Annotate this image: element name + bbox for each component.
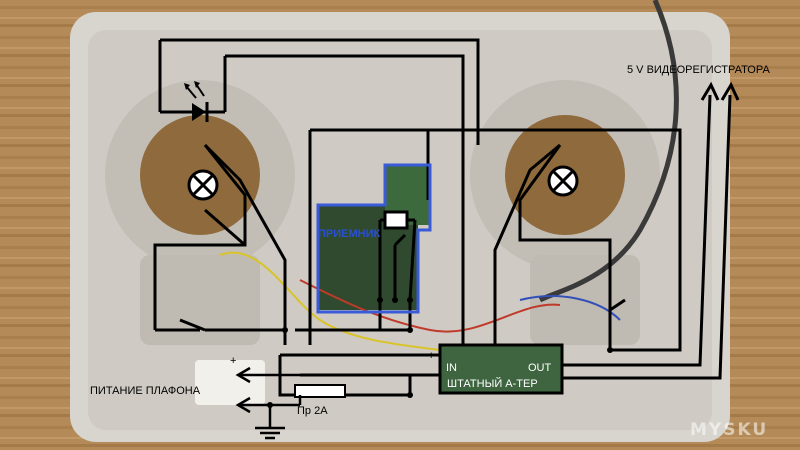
ground-symbol xyxy=(255,405,285,440)
left-switch-area xyxy=(140,255,260,345)
wire-top-outer xyxy=(160,38,480,145)
led-symbol xyxy=(184,81,209,122)
yellow-wire xyxy=(219,251,441,351)
right-lamp-circuit xyxy=(428,128,682,352)
receiver-wiring xyxy=(278,128,442,397)
right-lamp-symbol xyxy=(547,165,579,197)
fuse-label: Пр 2А xyxy=(297,405,328,417)
black-cable xyxy=(538,0,679,303)
watermark-logo: MYSKU xyxy=(690,420,769,440)
power-label: ПИТАНИЕ ПЛАФОНА xyxy=(90,385,201,397)
junction-dots xyxy=(267,297,613,408)
blue-wire xyxy=(519,295,621,321)
output-wires xyxy=(562,94,732,380)
fuse-symbol xyxy=(294,384,346,398)
converter-out-label: OUT xyxy=(528,362,552,374)
power-connector xyxy=(195,360,265,405)
converter-box xyxy=(438,343,564,395)
red-wire xyxy=(299,279,561,333)
plus-left-label: + xyxy=(230,355,237,367)
left-lamp-circuit xyxy=(153,143,287,345)
video-recorder-label: 5 V ВИДЕОРЕГИСТРАТОРА xyxy=(627,64,770,76)
wire-top-inner xyxy=(225,54,465,345)
converter-label: ШТАТНЫЙ А-ТЕР xyxy=(447,378,538,390)
converter-pcb xyxy=(440,345,562,393)
left-lamp-symbol xyxy=(187,169,219,201)
receiver-label: ПРИЕМНИК xyxy=(318,228,381,240)
plus-converter-label: + xyxy=(428,350,435,362)
schematic-lines xyxy=(158,38,480,345)
converter-in-label: IN xyxy=(446,362,457,374)
receiver-outline xyxy=(316,163,432,314)
output-arrows xyxy=(700,81,740,101)
